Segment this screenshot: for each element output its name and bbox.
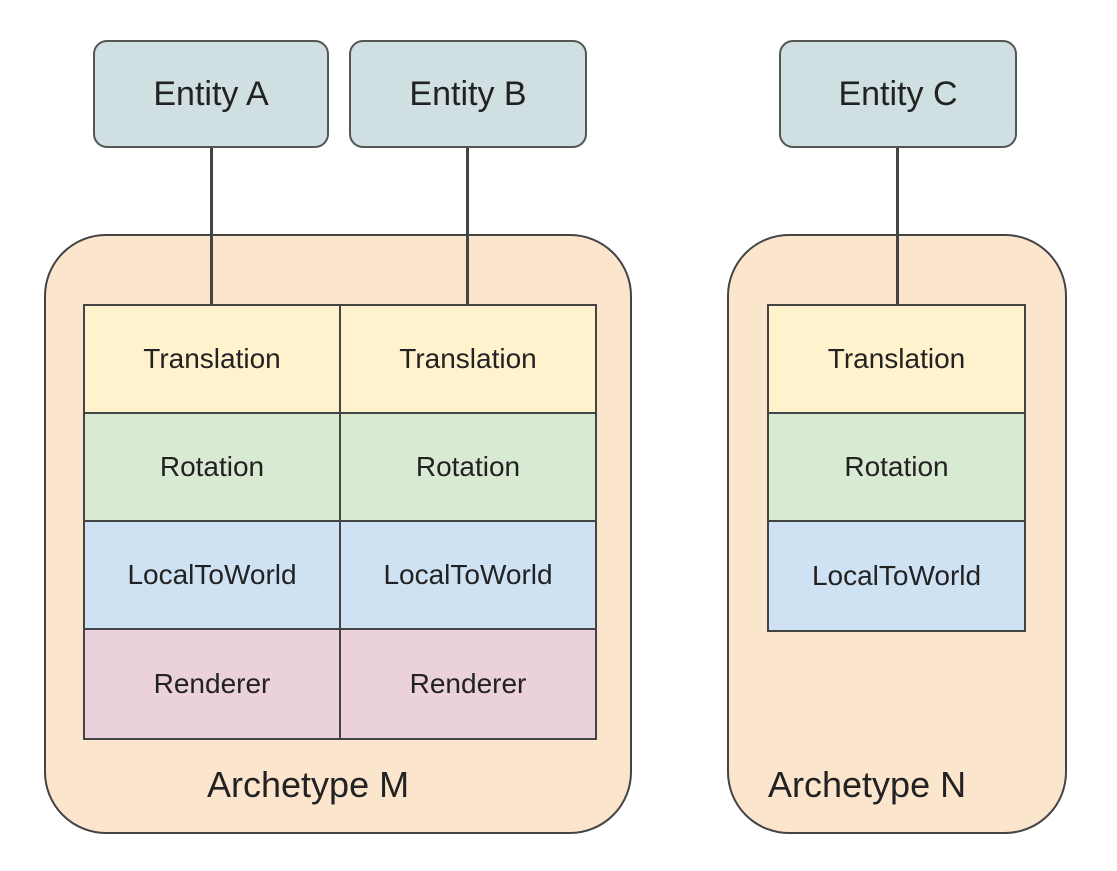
archetype-m-column-b: Translation Rotation LocalToWorld Render… xyxy=(339,304,597,740)
archetype-m-label: Archetype M xyxy=(207,764,410,805)
entity-b-label: Entity B xyxy=(409,74,527,113)
component-rotation: Rotation xyxy=(85,414,339,522)
component-renderer: Renderer xyxy=(85,630,339,738)
component-rotation: Rotation xyxy=(769,414,1024,522)
component-local-to-world: LocalToWorld xyxy=(769,522,1024,630)
connector-entity-a xyxy=(210,148,213,304)
archetype-n-column-c: Translation Rotation LocalToWorld xyxy=(767,304,1026,632)
entity-a-box: Entity A xyxy=(93,40,329,148)
connector-entity-b xyxy=(466,148,469,304)
component-local-to-world: LocalToWorld xyxy=(341,522,595,630)
entity-b-box: Entity B xyxy=(349,40,587,148)
archetype-n-label: Archetype N xyxy=(768,764,967,805)
component-rotation: Rotation xyxy=(341,414,595,522)
component-translation: Translation xyxy=(769,306,1024,414)
component-translation: Translation xyxy=(341,306,595,414)
component-renderer: Renderer xyxy=(341,630,595,738)
component-translation: Translation xyxy=(85,306,339,414)
entity-c-box: Entity C xyxy=(779,40,1017,148)
connector-entity-c xyxy=(896,148,899,304)
entity-a-label: Entity A xyxy=(153,74,269,113)
archetype-m-column-a: Translation Rotation LocalToWorld Render… xyxy=(83,304,341,740)
component-local-to-world: LocalToWorld xyxy=(85,522,339,630)
entity-c-label: Entity C xyxy=(838,74,958,113)
